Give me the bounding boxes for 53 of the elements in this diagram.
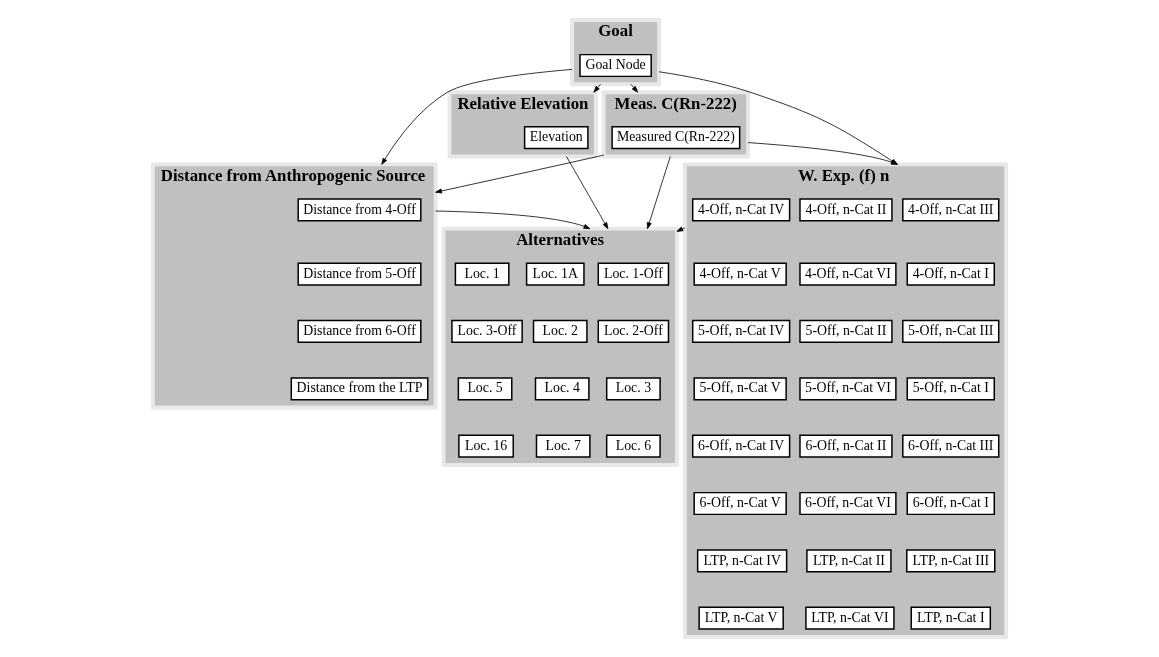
node-box: Distance from 6-Off <box>297 319 422 344</box>
node-box: 6-Off, n-Cat VI <box>799 491 897 516</box>
node-box: Distance from 4-Off <box>297 198 422 222</box>
node-box: 5-Off, n-Cat V <box>693 377 787 401</box>
node-box: 4-Off, n-Cat I <box>906 262 995 286</box>
node-box: 4-Off, n-Cat II <box>799 198 893 222</box>
node-box: Loc. 1-Off <box>597 262 670 286</box>
node-box: Loc. 6 <box>605 434 661 458</box>
node-box: Measured C(Rn-222) <box>611 126 741 150</box>
node-box: Loc. 2-Off <box>597 319 670 344</box>
arrow <box>658 71 898 165</box>
node-box: Loc. 1 <box>454 262 510 286</box>
node-box: 6-Off, n-Cat V <box>693 491 787 516</box>
node-box: Elevation <box>523 126 589 150</box>
node-box: Distance from the LTP <box>290 377 429 401</box>
node-box: 5-Off, n-Cat III <box>902 319 1000 344</box>
node-box: 5-Off, n-Cat II <box>799 319 893 344</box>
node-box: Loc. 3 <box>605 377 661 401</box>
node-box: Goal Node <box>579 53 652 78</box>
node-box: LTP, n-Cat IV <box>696 549 788 573</box>
node-box: 6-Off, n-Cat II <box>799 434 893 458</box>
node-box: Loc. 2 <box>532 319 588 344</box>
node-box: LTP, n-Cat VI <box>805 606 895 630</box>
arrow <box>646 156 671 230</box>
node-box: 6-Off, n-Cat IV <box>691 434 791 458</box>
node-box: 4-Off, n-Cat V <box>693 262 787 286</box>
node-box: 4-Off, n-Cat VI <box>799 262 897 286</box>
node-box: 4-Off, n-Cat IV <box>691 198 791 222</box>
arrow <box>435 210 591 230</box>
node-box: Distance from 5-Off <box>297 262 422 286</box>
arrow <box>381 69 573 165</box>
node-box: 6-Off, n-Cat III <box>902 434 1000 458</box>
node-box: LTP, n-Cat III <box>906 549 996 573</box>
node-box: Loc. 4 <box>534 377 590 401</box>
arrow <box>630 83 639 93</box>
node-box: Loc. 5 <box>457 377 513 401</box>
arrow <box>593 83 601 93</box>
node-box: LTP, n-Cat V <box>698 606 784 630</box>
node-box: Loc. 7 <box>535 434 591 458</box>
arrow <box>747 142 898 165</box>
node-box: LTP, n-Cat I <box>910 606 992 630</box>
node-box: 5-Off, n-Cat VI <box>799 377 897 401</box>
arrow <box>676 226 686 232</box>
node-box: Loc. 1A <box>525 262 585 286</box>
arrow <box>566 156 609 230</box>
node-box: 5-Off, n-Cat IV <box>691 319 791 344</box>
arrow <box>435 154 605 194</box>
node-box: 4-Off, n-Cat III <box>902 198 1000 222</box>
node-box: LTP, n-Cat II <box>806 549 892 573</box>
node-box: Loc. 3-Off <box>451 319 523 344</box>
node-box: 6-Off, n-Cat I <box>906 491 995 516</box>
node-box: 5-Off, n-Cat I <box>906 377 995 401</box>
node-box: Loc. 16 <box>458 434 514 458</box>
